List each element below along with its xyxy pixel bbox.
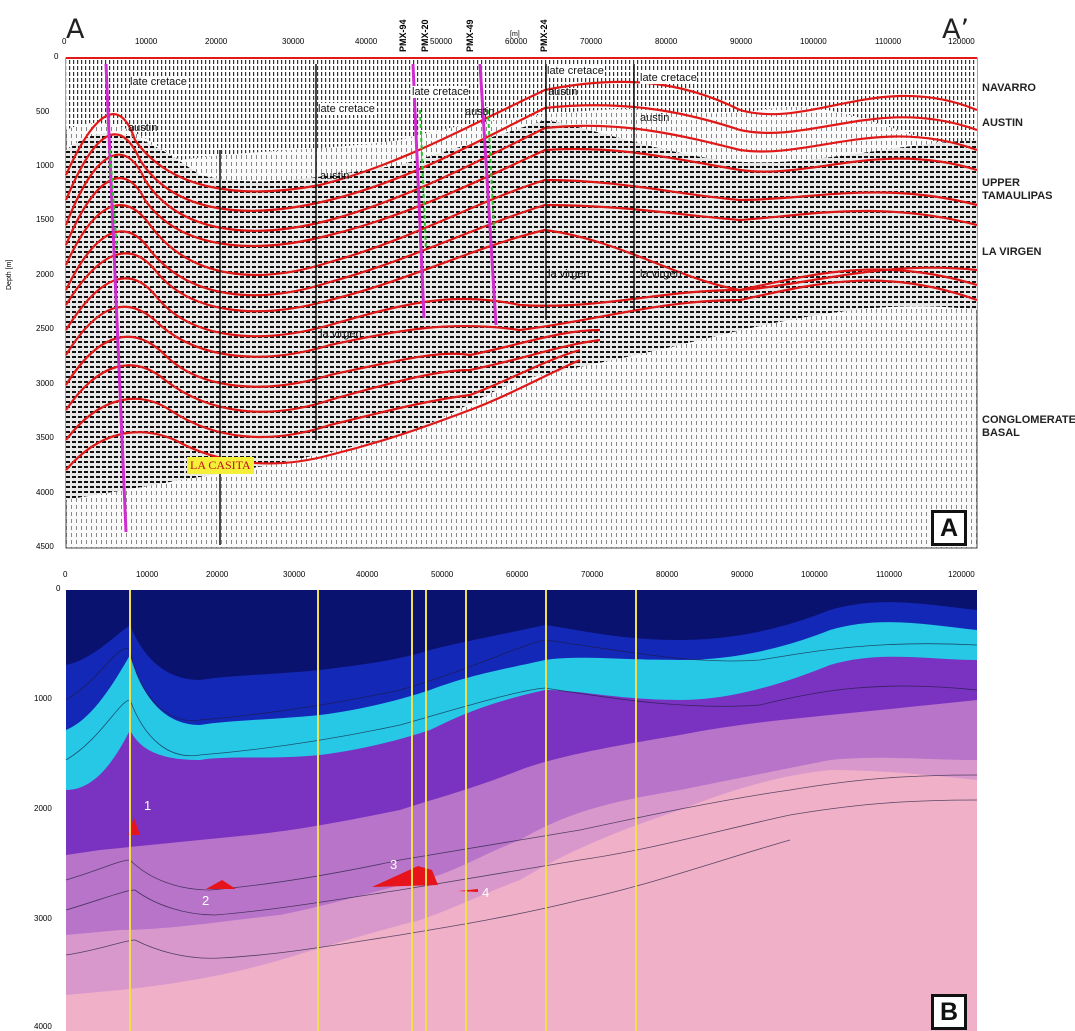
section-ties xyxy=(219,64,635,545)
x-tick: 100000 xyxy=(800,37,827,46)
x-tick: 70000 xyxy=(580,37,603,46)
horizon-note: la virgen xyxy=(320,328,362,340)
section-end-label: A’ xyxy=(942,14,970,45)
x-tick: 60000 xyxy=(506,570,529,579)
trap-number: 1 xyxy=(144,798,152,813)
x-tick: 110000 xyxy=(876,570,903,579)
y-tick: 4000 xyxy=(36,488,54,497)
y-tick: 3500 xyxy=(36,433,54,442)
x-tick: 110000 xyxy=(875,37,902,46)
horizon-note: austin xyxy=(128,122,158,134)
formation-label: UPPER TAMAULIPAS xyxy=(982,177,1053,202)
y-tick: 500 xyxy=(36,107,50,116)
horizon-note: austin xyxy=(320,170,350,182)
x-unit: [m] xyxy=(510,31,520,38)
x-tick: 30000 xyxy=(283,570,306,579)
horizon-note: la virgen xyxy=(548,268,590,280)
horizon-note: austin xyxy=(465,106,495,118)
horizon-note: austin xyxy=(640,112,670,124)
x-tick: 120000 xyxy=(948,570,975,579)
y-tick: 2500 xyxy=(36,324,54,333)
la-casita-label: LA CASITA xyxy=(187,457,254,474)
x-tick: 90000 xyxy=(730,37,753,46)
y-tick: 0 xyxy=(56,584,61,593)
formation-label: CONGLOMERATE BASAL xyxy=(982,414,1075,439)
x-tick: 80000 xyxy=(655,37,678,46)
horizon-note: late cretace xyxy=(318,103,375,115)
y-tick: 3000 xyxy=(36,379,54,388)
well-paths xyxy=(104,63,498,533)
panel-b-tag: B xyxy=(931,994,967,1030)
model-horizons xyxy=(65,639,978,959)
y-tick: 4500 xyxy=(36,542,54,551)
model-well-lines xyxy=(129,590,637,1031)
x-tick: 50000 xyxy=(431,570,454,579)
x-tick: 0 xyxy=(62,37,67,46)
y-tick: 1500 xyxy=(36,215,54,224)
x-tick: 60000 xyxy=(505,37,528,46)
horizon-note: late cretace xyxy=(412,86,469,98)
horizon-note: late cretace xyxy=(640,72,697,84)
section-start-label: A xyxy=(66,14,85,45)
panel-b-x-axis: 0 10000 20000 30000 40000 50000 60000 70… xyxy=(0,570,1075,584)
x-tick: 120000 xyxy=(948,37,975,46)
horizon-note: late cretace xyxy=(130,76,187,88)
navy-layer xyxy=(66,590,977,680)
x-tick: 0 xyxy=(63,570,68,579)
y-tick: 1000 xyxy=(34,694,52,703)
trap-number: 3 xyxy=(390,857,398,872)
y-tick: 3000 xyxy=(34,914,52,923)
x-tick: 90000 xyxy=(731,570,754,579)
y-tick: 4000 xyxy=(34,1022,52,1031)
x-tick: 10000 xyxy=(136,570,159,579)
x-tick: 40000 xyxy=(355,37,378,46)
well-tops xyxy=(109,109,495,251)
y-tick: 2000 xyxy=(36,270,54,279)
horizon-note: austin xyxy=(548,86,578,98)
trap-bodies xyxy=(128,818,478,892)
x-tick: 20000 xyxy=(206,570,229,579)
interpreted-horizons xyxy=(64,80,978,471)
x-tick: 20000 xyxy=(205,37,228,46)
panel-a-tag: A xyxy=(931,510,967,546)
y-tick: 0 xyxy=(54,52,59,61)
horizon-note: late cretace xyxy=(547,65,604,77)
y-tick: 1000 xyxy=(36,161,54,170)
formation-label: LA VIRGEN xyxy=(982,246,1042,258)
seismic-shallow-zone xyxy=(66,58,977,160)
trap-number: 4 xyxy=(482,885,490,900)
x-tick: 70000 xyxy=(581,570,604,579)
formation-label: AUSTIN xyxy=(982,117,1023,129)
x-tick: 80000 xyxy=(656,570,679,579)
seismic-reflection-zone xyxy=(66,120,977,500)
trap-number: 2 xyxy=(202,893,210,908)
panel-a-x-axis: 0 10000 20000 30000 40000 50000 60000 70… xyxy=(0,31,1075,51)
x-tick: 50000 xyxy=(430,37,453,46)
y-tick: 2000 xyxy=(34,804,52,813)
formation-label: NAVARRO xyxy=(982,82,1036,94)
x-tick: 30000 xyxy=(282,37,305,46)
horizon-note: la virgen xyxy=(640,268,682,280)
x-tick: 10000 xyxy=(135,37,158,46)
x-tick: 40000 xyxy=(356,570,379,579)
x-tick: 100000 xyxy=(801,570,828,579)
